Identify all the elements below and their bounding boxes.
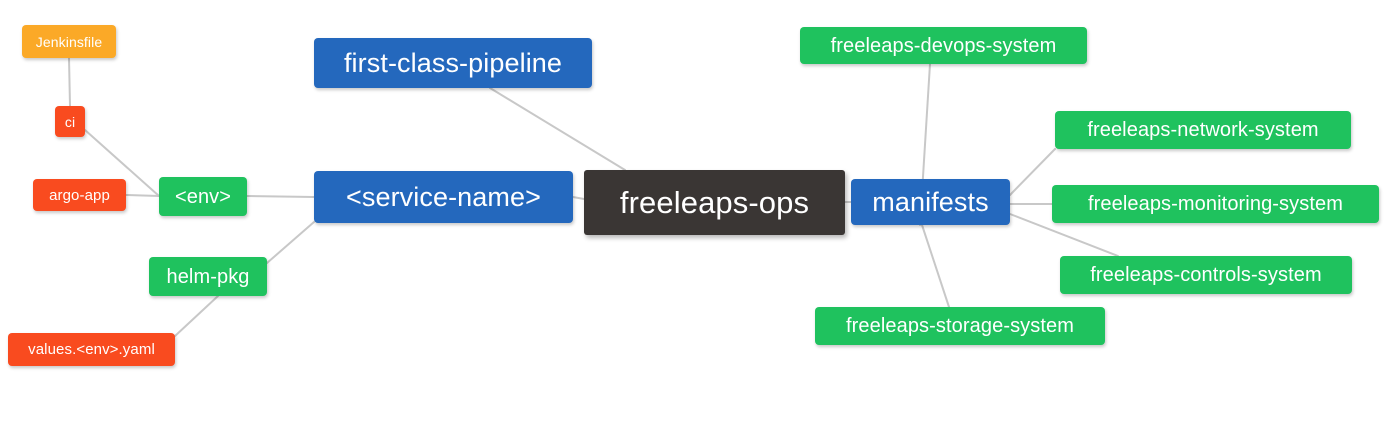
node-env[interactable]: <env> — [159, 177, 247, 216]
edge-jenkinsfile-to-ci — [68, 57, 71, 107]
node-label-freeleaps-ops: freeleaps-ops — [619, 185, 810, 220]
edge-manifests-to-freeleaps-network-system — [1009, 148, 1056, 196]
node-label-freeleaps-monitoring-system: freeleaps-monitoring-system — [1087, 193, 1343, 215]
node-label-freeleaps-network-system: freeleaps-network-system — [1087, 119, 1319, 141]
node-label-service-name: <service-name> — [346, 181, 541, 212]
edge-argo-app-to-env — [125, 194, 160, 197]
node-freeleaps-network-system[interactable]: freeleaps-network-system — [1055, 111, 1351, 149]
node-ci[interactable]: ci — [55, 106, 85, 137]
node-freeleaps-storage-system[interactable]: freeleaps-storage-system — [815, 307, 1105, 345]
node-label-helm-pkg: helm-pkg — [166, 265, 250, 288]
node-values-yaml[interactable]: values.<env>.yaml — [8, 333, 175, 366]
node-jenkinsfile[interactable]: Jenkinsfile — [22, 25, 116, 58]
edge-env-to-service-name — [246, 195, 315, 198]
node-label-jenkinsfile: Jenkinsfile — [35, 33, 103, 50]
node-freeleaps-monitoring-system[interactable]: freeleaps-monitoring-system — [1052, 185, 1379, 223]
node-label-env: <env> — [174, 185, 232, 208]
node-service-name[interactable]: <service-name> — [314, 171, 573, 223]
node-freeleaps-ops[interactable]: freeleaps-ops — [584, 170, 845, 235]
edge-manifests-to-freeleaps-storage-system — [921, 224, 950, 308]
edge-helm-pkg-to-service-name — [266, 221, 315, 264]
node-label-values-yaml: values.<env>.yaml — [28, 341, 155, 358]
node-manifests[interactable]: manifests — [851, 179, 1010, 225]
node-label-ci: ci — [64, 113, 76, 130]
node-freeleaps-controls-system[interactable]: freeleaps-controls-system — [1060, 256, 1352, 294]
node-label-manifests: manifests — [872, 186, 989, 217]
node-label-first-class-pipeline: first-class-pipeline — [343, 47, 563, 78]
node-label-freeleaps-storage-system: freeleaps-storage-system — [845, 315, 1075, 337]
node-first-class-pipeline[interactable]: first-class-pipeline — [314, 38, 592, 88]
edge-values-yaml-to-helm-pkg — [174, 295, 219, 337]
node-label-freeleaps-devops-system: freeleaps-devops-system — [830, 34, 1057, 57]
node-freeleaps-devops-system[interactable]: freeleaps-devops-system — [800, 27, 1087, 64]
node-label-freeleaps-controls-system: freeleaps-controls-system — [1090, 264, 1322, 286]
node-argo-app[interactable]: argo-app — [33, 179, 126, 211]
edge-service-name-to-freeleaps-ops — [572, 196, 585, 200]
edge-first-class-pipeline-to-freeleaps-ops — [489, 87, 626, 171]
node-helm-pkg[interactable]: helm-pkg — [149, 257, 267, 296]
node-label-argo-app: argo-app — [49, 186, 110, 204]
